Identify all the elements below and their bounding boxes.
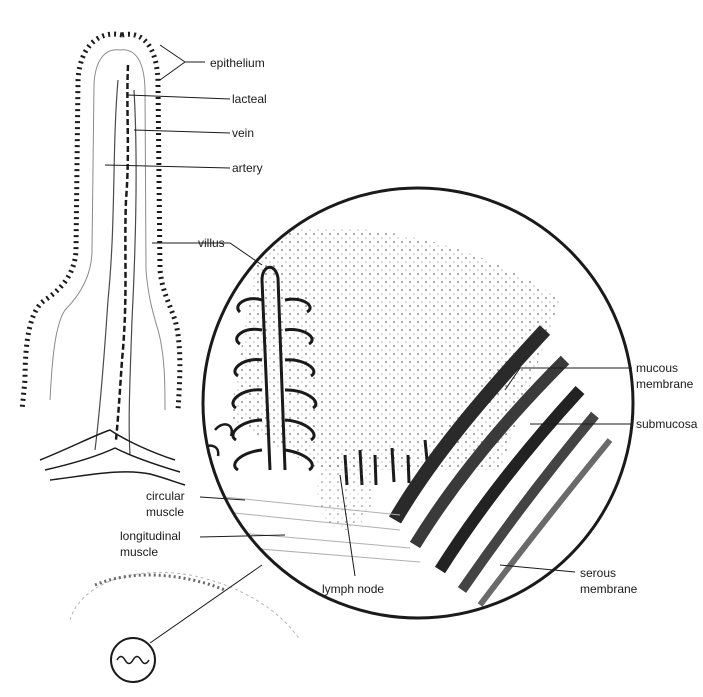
label-serous-membrane-1: serous (580, 566, 616, 580)
label-circular-muscle-1: circular (146, 489, 185, 503)
villus-epithelium-outline (22, 34, 180, 410)
label-lacteal: lacteal (232, 92, 267, 106)
label-mucous-membrane-2: membrane (636, 377, 694, 391)
label-artery: artery (232, 161, 263, 175)
label-submucosa: submucosa (636, 417, 698, 431)
label-epithelium: epithelium (210, 56, 265, 70)
label-longitudinal-muscle-1: longitudinal (120, 529, 181, 543)
villus-illustration (22, 34, 185, 485)
villus-inner-outline (50, 50, 165, 410)
label-lymph-node: lymph node (322, 582, 384, 596)
lymph-node (317, 450, 373, 530)
label-longitudinal-muscle-2: muscle (120, 545, 158, 559)
small-intestine-crosssection (70, 565, 300, 682)
intestine-villi-band (95, 575, 225, 590)
villus-base-folds (40, 430, 185, 485)
artery (129, 90, 136, 455)
intestine-wall-faint (70, 572, 300, 640)
label-circular-muscle-2: muscle (146, 505, 184, 519)
lacteal (116, 65, 128, 440)
label-serous-membrane-2: membrane (580, 582, 638, 596)
label-mucous-membrane-1: mucous (636, 361, 678, 375)
vein (95, 80, 118, 450)
label-villus: villus (198, 236, 225, 250)
muscle-bands (205, 495, 420, 562)
magnify-connector (150, 565, 262, 643)
label-vein: vein (232, 126, 254, 140)
